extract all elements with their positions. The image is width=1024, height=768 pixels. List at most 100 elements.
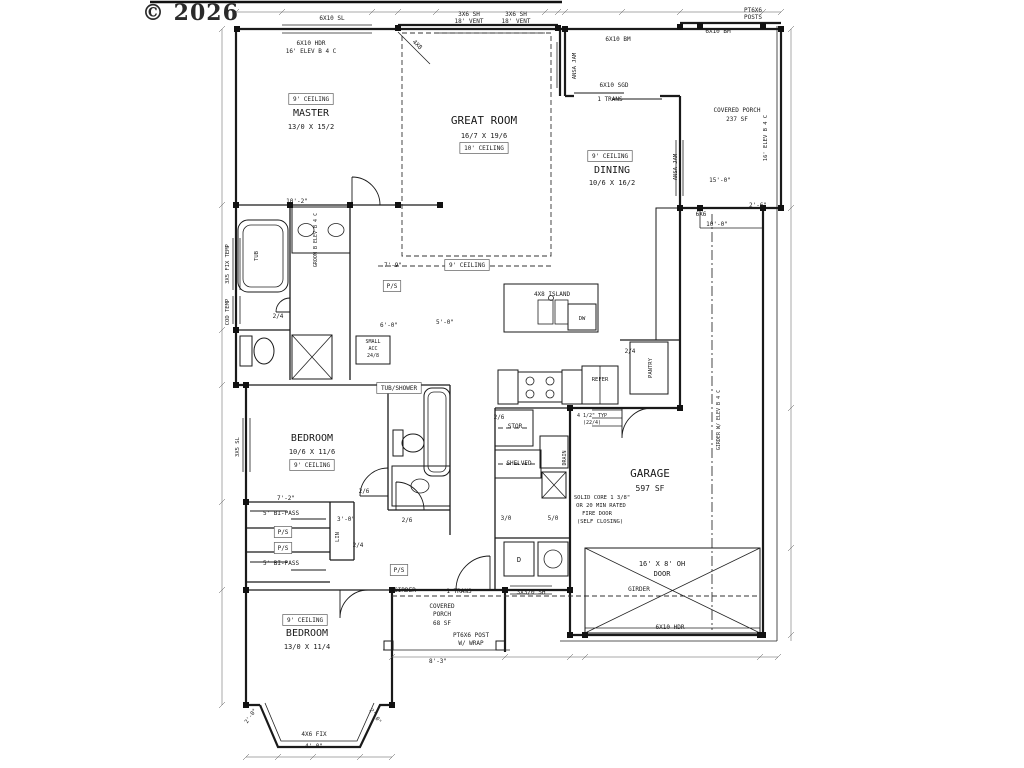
greatroom-dims: 16/7 X 19/6 <box>461 132 507 140</box>
greatroom-ceiling-break <box>401 32 552 257</box>
garage-door-label-1: 16' X 8' OH <box>639 560 685 568</box>
washer <box>537 541 569 577</box>
dining-ceiling-box <box>587 150 633 162</box>
greatroom-diagonal-beam <box>397 31 431 65</box>
girder-vertical-note: GIRDER W/ ELEV B 4 C <box>716 390 722 450</box>
refrigerator-label: REFER <box>592 377 609 383</box>
window-3x6-sh-1: 3X6 SH <box>458 11 480 18</box>
dashed-lines-layer <box>378 31 758 630</box>
tub-shower-label-box <box>376 382 422 394</box>
dim-15-0: 15'-0" <box>709 177 731 184</box>
door-6x10-sgd: 6X10 SGD <box>600 82 629 89</box>
header-6x10-garage: 6X10 HDR <box>656 624 685 631</box>
pocket-door-4: P/S <box>394 567 405 574</box>
garage-fire-door-swing <box>621 407 653 439</box>
door-2-6-bedroom2: 2/6 <box>359 488 370 495</box>
door-2-4-pantry: 2/4 <box>625 348 636 355</box>
hall-ceiling-box <box>444 259 490 271</box>
bedroom2-label: BEDROOM <box>291 433 333 444</box>
porch-bottom-label-2: PORCH <box>433 611 451 618</box>
door-2-6-stor: 2/6 <box>494 414 505 421</box>
master-ceiling-box <box>288 93 334 105</box>
master-door-swing <box>351 176 381 206</box>
bay-window-label: 4X6 FIX <box>301 731 327 738</box>
bedroom2-ceiling: 9' CEILING <box>294 462 331 469</box>
header-elev-note: 16' ELEV B 4 C <box>286 48 337 55</box>
tub-shower-label: TUB/SHOWER <box>381 385 418 392</box>
window-3x5-fix: 3X5 FIX TEMP <box>225 243 231 283</box>
wall-typ-note-2: (22/4) <box>583 420 601 426</box>
porch-post-right <box>495 640 506 651</box>
window-ansa-jam-1: ANSA JAM <box>572 52 578 79</box>
window-vent-2: 18' VENT <box>502 18 531 25</box>
porch-post-note-2: W/ WRAP <box>458 640 484 647</box>
bath2-toilet <box>392 429 425 457</box>
door-1-trans: 1 TRANS <box>597 96 623 103</box>
garage-overhead-door <box>584 547 761 634</box>
garage-entry-steps <box>592 409 622 427</box>
dim-4-0-bay: 4'-0" <box>305 743 323 750</box>
master-toilet <box>239 335 275 367</box>
storage-closet <box>494 409 534 447</box>
door-2-4-hall: 2/4 <box>353 542 364 549</box>
garage-area: 597 SF <box>636 484 665 493</box>
entry-trans-label: 1 TRANS <box>446 588 472 595</box>
door-2-4-wc: 2/4 <box>273 313 284 320</box>
dimension-lines-layer <box>218 8 795 761</box>
water-closet-door-swing <box>275 297 291 313</box>
post-6x6-label: 6X6 <box>696 211 707 218</box>
bedroom3-dims: 13/0 X 11/4 <box>284 643 330 651</box>
firedoor-note-2: OR 20 MIN RATED <box>576 503 626 509</box>
counter-left <box>497 369 519 405</box>
master-room-dims: 13/0 X 15/2 <box>288 123 334 131</box>
dim-6-0: 6'-0" <box>380 322 398 329</box>
refrigerator <box>581 365 619 405</box>
bedroom3-ceiling: 9' CEILING <box>287 617 324 624</box>
firedoor-note-1: SOLID CORE 1 3/8" <box>574 495 630 501</box>
dim-7-9: 7'-9" <box>384 262 402 269</box>
door-3-0: 3/0 <box>501 515 512 522</box>
tub-label: TUB <box>254 250 260 261</box>
dim-10-2: 10'-2" <box>286 198 308 205</box>
greatroom-ceiling-box <box>459 142 509 154</box>
shelved-cabinet <box>494 449 542 479</box>
dim-5-0-kitchen: 5'-0" <box>436 319 454 326</box>
pocket-door-2-box <box>273 526 293 538</box>
bath2-door-swing <box>395 481 425 511</box>
dim-7-2: 7'-2" <box>277 495 295 502</box>
pocket-door-3: P/S <box>278 545 289 552</box>
posts-note-2: POSTS <box>744 14 762 21</box>
porch-post-note-1: PT6X6 POST <box>453 632 490 639</box>
beam-6x10-sl: 6X10 SL <box>319 15 345 22</box>
pantry-closet <box>629 341 669 395</box>
pocket-door-1-box <box>382 280 402 292</box>
fixtures-layer <box>237 206 681 651</box>
dishwasher <box>567 303 597 331</box>
closet-b-label: 5' BI-PASS <box>263 560 300 567</box>
bipass-closet-doors <box>250 510 326 571</box>
bedroom2-ceiling-box <box>289 459 335 471</box>
porch-top-label: COVERED PORCH <box>714 107 761 114</box>
window-cod-temp: COD TEMP <box>225 298 231 325</box>
bath2-tub-shower <box>423 387 451 477</box>
dining-ceiling: 9' CEILING <box>592 153 629 160</box>
porch-bottom-label-1: COVERED <box>429 603 455 610</box>
beam-6x10-bm-2: 6X10 BM <box>705 28 731 35</box>
small-acc-1: SMALL <box>365 339 380 345</box>
dining-room-dims: 10/6 X 16/2 <box>589 179 635 187</box>
window-3x30-sh: 3X3/0 SH <box>517 589 546 596</box>
greatroom-label: GREAT ROOM <box>451 114 518 127</box>
entry-door-swing <box>455 555 491 591</box>
water-heater-drain <box>541 471 567 499</box>
master-shower <box>291 334 333 380</box>
dryer <box>503 541 535 577</box>
window-vent-1: 18' VENT <box>455 18 484 25</box>
dim-10-0: 10'-0" <box>706 221 728 228</box>
window-3x6-sh-2: 3X6 SH <box>505 11 527 18</box>
hall-ceiling: 9' CEILING <box>449 262 486 269</box>
dim-2-6: 2'-6" <box>749 202 767 209</box>
dim-8-3: 8'-3" <box>429 658 447 665</box>
pocket-door-3-box <box>273 542 293 554</box>
